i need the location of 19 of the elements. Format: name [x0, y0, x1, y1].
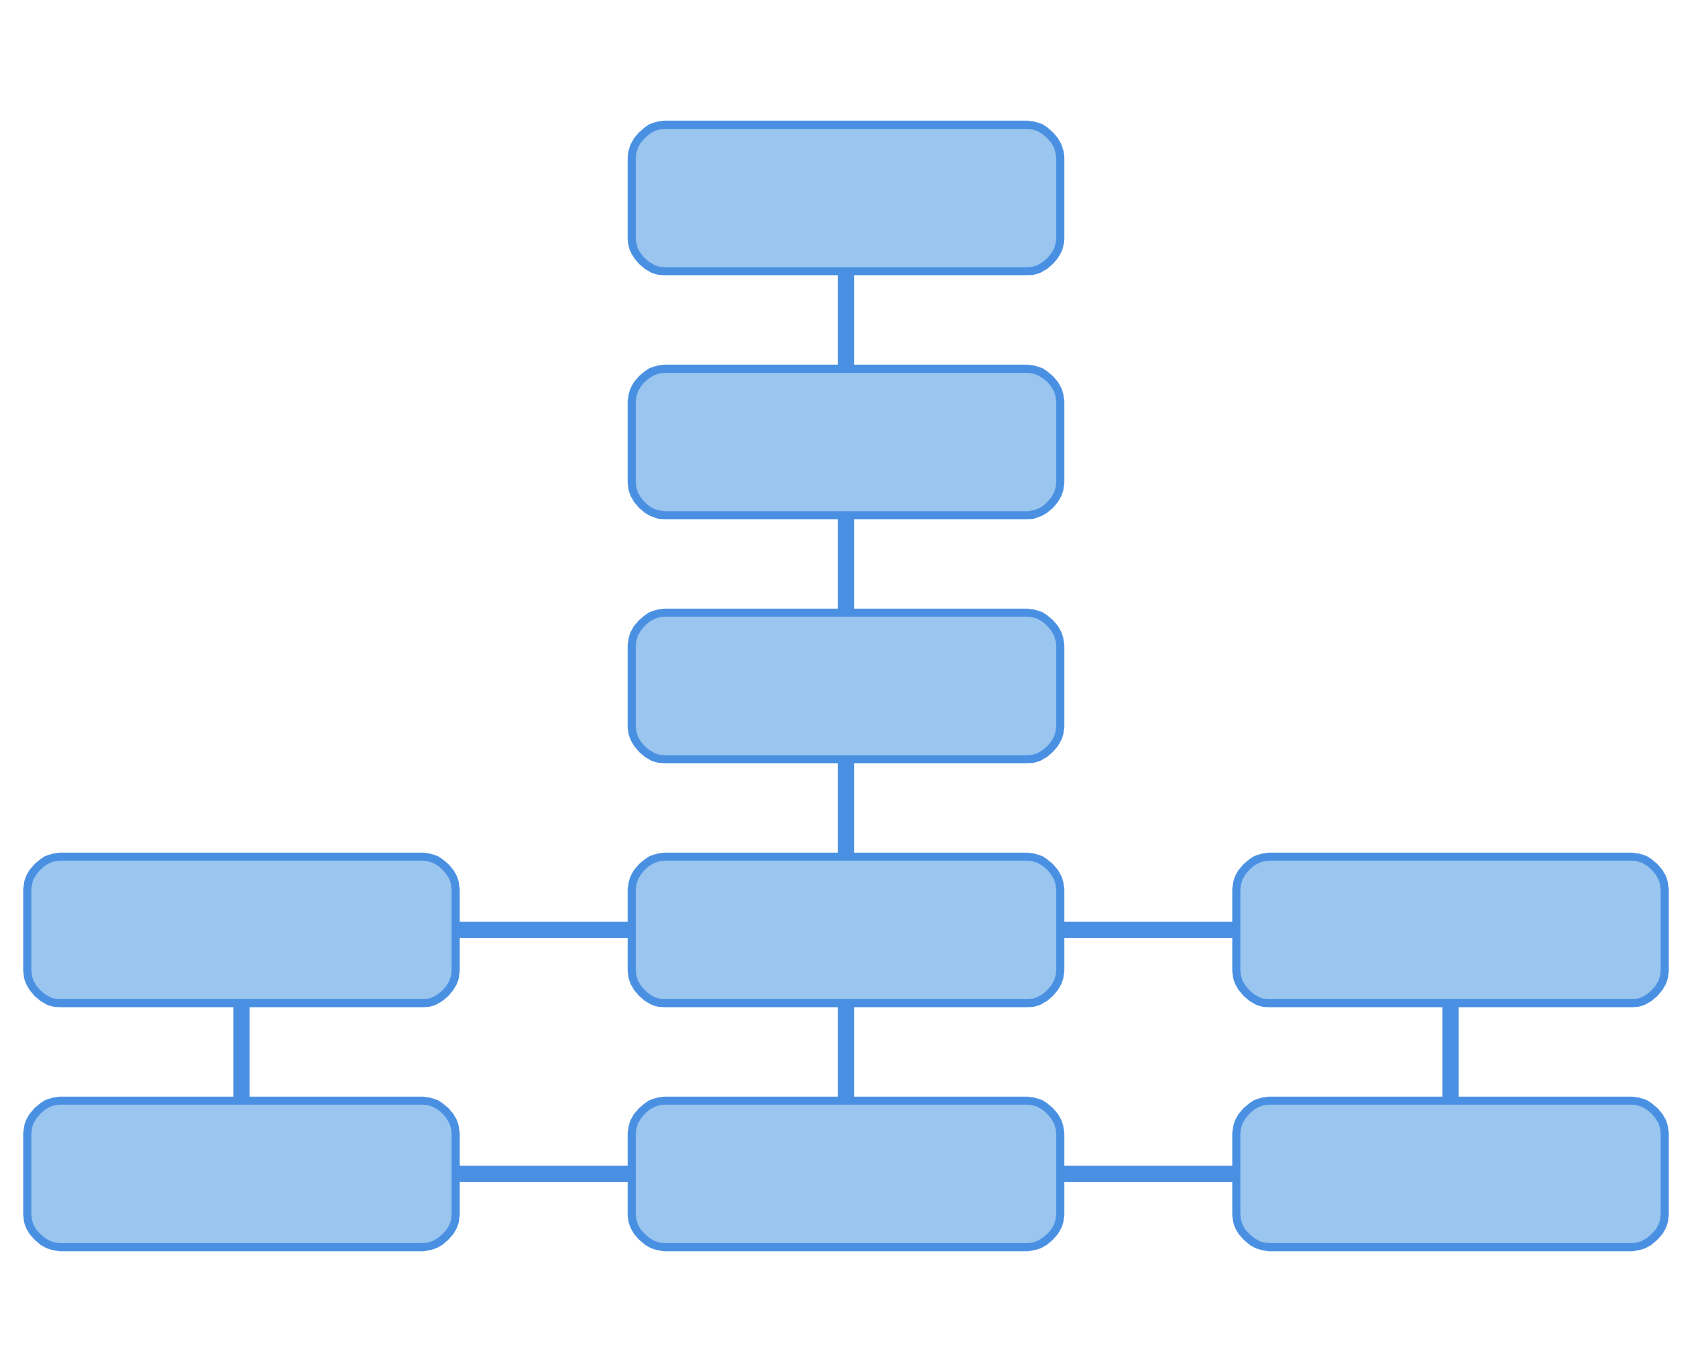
node-box	[627, 119, 1065, 275]
node-box	[23, 1095, 460, 1251]
node-box	[23, 851, 460, 1007]
connector	[837, 515, 855, 612]
connector	[837, 1003, 855, 1100]
node-box	[627, 1095, 1065, 1251]
connector	[1060, 920, 1236, 938]
connector	[1060, 1164, 1236, 1182]
connector	[233, 1003, 250, 1100]
connector	[837, 271, 855, 368]
node-box	[1232, 851, 1669, 1007]
node-box	[1232, 1095, 1669, 1251]
connector	[456, 920, 632, 938]
node-box	[627, 363, 1065, 519]
connector	[837, 759, 855, 856]
connector	[1442, 1003, 1459, 1100]
node-box	[627, 851, 1065, 1007]
node-box	[627, 607, 1065, 763]
connector	[456, 1164, 632, 1182]
